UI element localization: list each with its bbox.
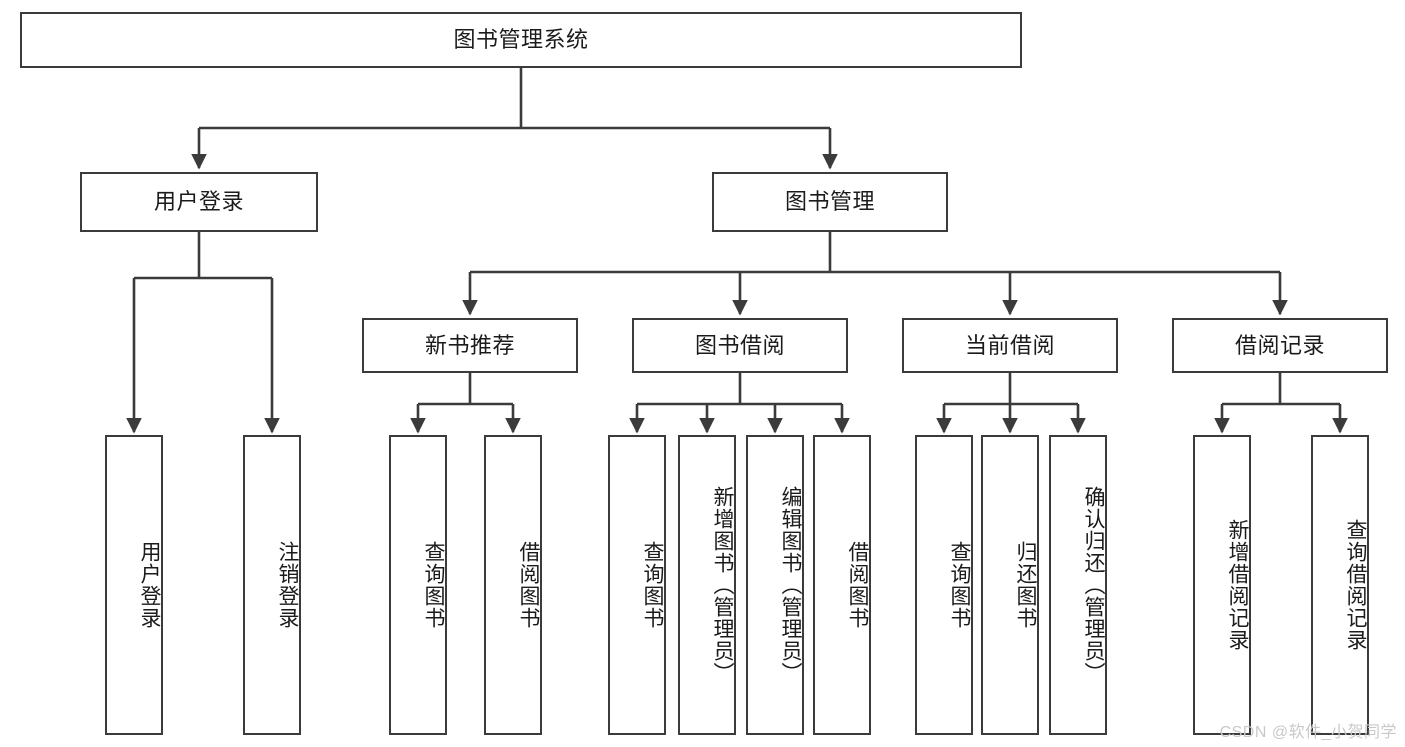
node-leaf-query-record-label: 查询借阅记录: [1344, 519, 1367, 651]
node-user-login-label: 用户登录: [153, 189, 244, 215]
node-root-label: 图书管理系统: [453, 27, 589, 53]
node-leaf-add-book[interactable]: 新增图书（管理员）: [678, 435, 736, 735]
node-leaf-user-login[interactable]: 用户登录: [105, 435, 163, 735]
node-user-login[interactable]: 用户登录: [80, 172, 318, 232]
node-leaf-logout-login[interactable]: 注销登录: [243, 435, 301, 735]
node-leaf-borrow-book-2[interactable]: 借阅图书: [813, 435, 871, 735]
node-leaf-borrow-book-1[interactable]: 借阅图书: [484, 435, 542, 735]
node-book-borrow-label: 图书借阅: [694, 332, 785, 358]
node-leaf-return-book-label: 归还图书: [1014, 541, 1037, 629]
node-leaf-add-record[interactable]: 新增借阅记录: [1193, 435, 1251, 735]
node-borrow-record[interactable]: 借阅记录: [1172, 318, 1388, 373]
node-leaf-confirm-return[interactable]: 确认归还（管理员）: [1049, 435, 1107, 735]
node-leaf-query-book-1-label: 查询图书: [422, 541, 445, 629]
node-current-borrow[interactable]: 当前借阅: [902, 318, 1118, 373]
node-leaf-confirm-return-label: 确认归还（管理员）: [1082, 486, 1105, 684]
node-leaf-borrow-book-1-label: 借阅图书: [517, 541, 540, 629]
csdn-watermark: CSDN @软件_小贺同学: [1219, 724, 1397, 741]
node-leaf-query-book-3-label: 查询图书: [948, 541, 971, 629]
node-book-management-label: 图书管理: [784, 189, 875, 215]
node-leaf-query-book-1[interactable]: 查询图书: [389, 435, 447, 735]
node-leaf-edit-book[interactable]: 编辑图书（管理员）: [746, 435, 804, 735]
node-leaf-query-book-2[interactable]: 查询图书: [608, 435, 666, 735]
node-leaf-return-book[interactable]: 归还图书: [981, 435, 1039, 735]
node-book-borrow[interactable]: 图书借阅: [632, 318, 848, 373]
node-leaf-user-login-label: 用户登录: [138, 541, 161, 629]
node-book-management[interactable]: 图书管理: [712, 172, 948, 232]
node-leaf-query-book-3[interactable]: 查询图书: [915, 435, 973, 735]
node-leaf-add-book-label: 新增图书（管理员）: [711, 486, 734, 684]
node-leaf-add-record-label: 新增借阅记录: [1226, 519, 1249, 651]
node-root[interactable]: 图书管理系统: [20, 12, 1022, 68]
node-borrow-record-label: 借阅记录: [1234, 332, 1325, 358]
node-leaf-query-record[interactable]: 查询借阅记录: [1311, 435, 1369, 735]
node-leaf-query-book-2-label: 查询图书: [641, 541, 664, 629]
node-leaf-logout-login-label: 注销登录: [276, 541, 299, 629]
node-leaf-edit-book-label: 编辑图书（管理员）: [779, 486, 802, 684]
node-new-book-recommend[interactable]: 新书推荐: [362, 318, 578, 373]
node-new-book-recommend-label: 新书推荐: [424, 332, 515, 358]
node-current-borrow-label: 当前借阅: [964, 332, 1055, 358]
node-leaf-borrow-book-2-label: 借阅图书: [846, 541, 869, 629]
